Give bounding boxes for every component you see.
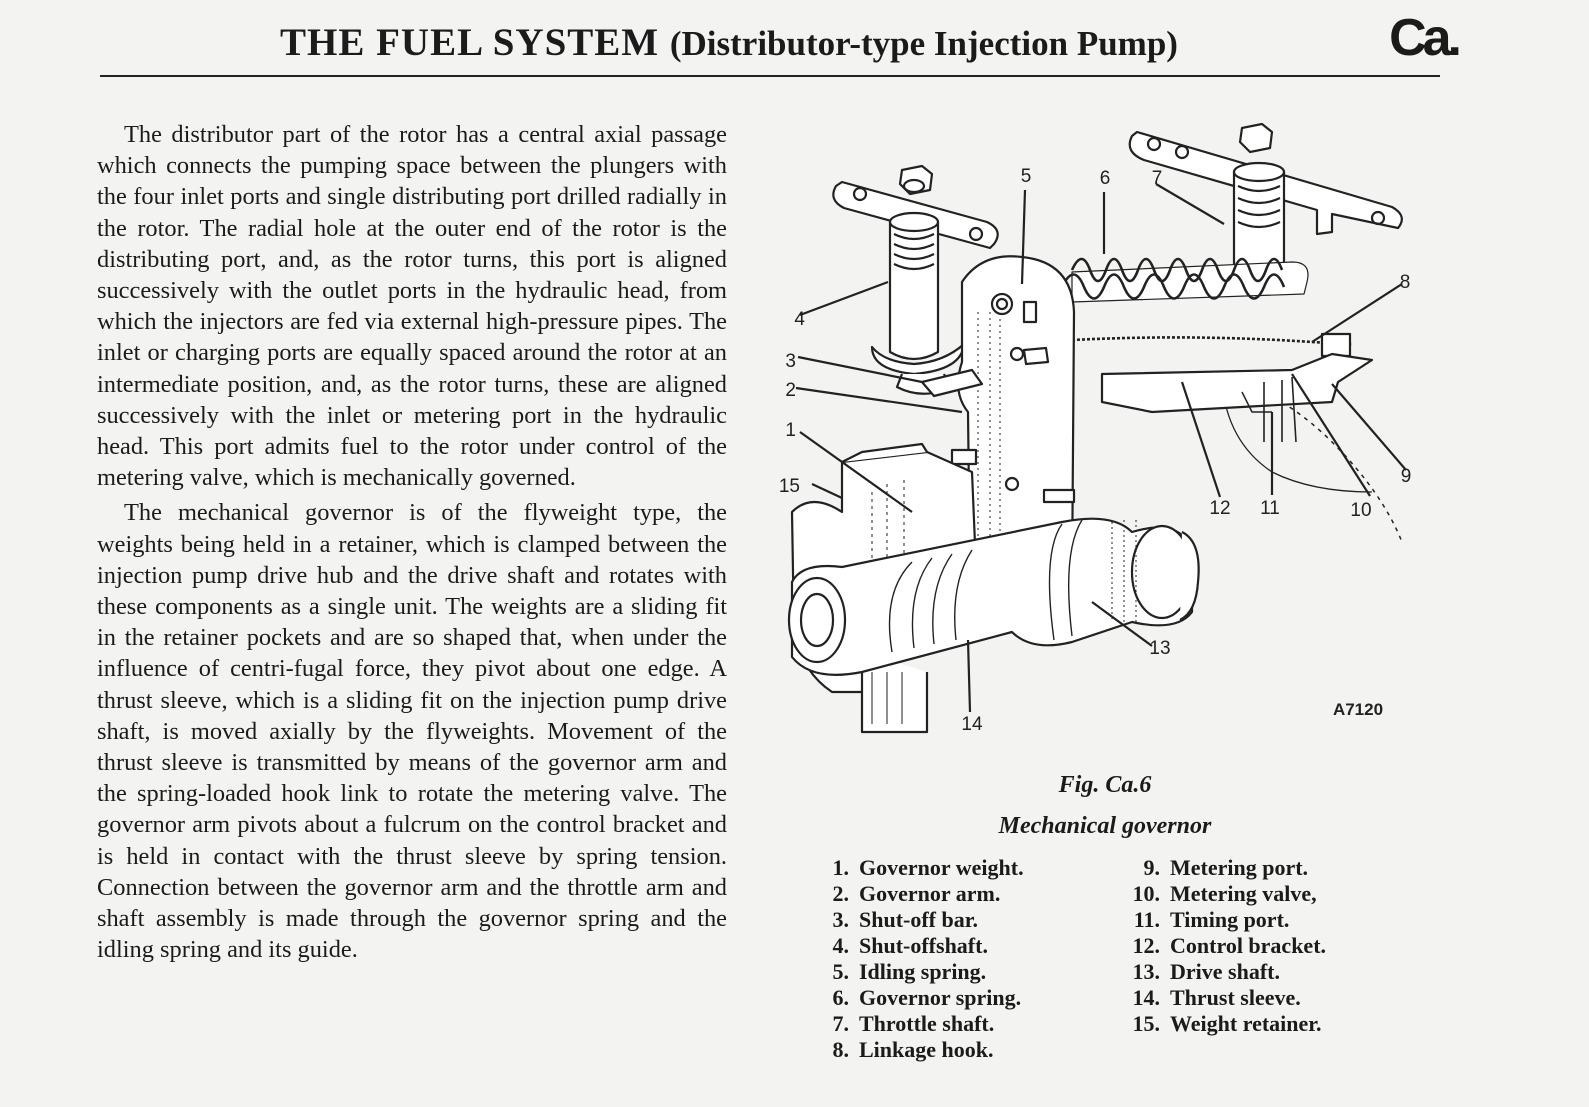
legend-item: 13. Drive shaft.: [1118, 959, 1418, 985]
legend-number: 9.: [1143, 855, 1161, 880]
callout-9: 9: [1401, 466, 1412, 487]
legend-item: 7. Throttle shaft.: [807, 1011, 1107, 1037]
legend-item: 11. Timing port.: [1118, 907, 1418, 933]
figure-title: Mechanical governor: [998, 813, 1212, 839]
callout-12: 12: [1209, 498, 1230, 519]
callout-5: 5: [1021, 166, 1032, 187]
legend-item: 14. Thrust sleeve.: [1118, 985, 1418, 1011]
legend-label: Drive shaft.: [1170, 959, 1280, 984]
legend-label: Linkage hook.: [859, 1037, 994, 1062]
legend-item: 15. Weight retainer.: [1118, 1011, 1418, 1037]
governor-illustration: 4 3 2 1 15 5 6 7 8 9 10 11 12 13 14 A712…: [772, 112, 1432, 752]
callout-3: 3: [785, 351, 796, 372]
legend-label: Governor spring.: [859, 985, 1022, 1010]
legend-number: 4.: [832, 933, 850, 958]
legend-item: 10. Metering valve,: [1118, 881, 1418, 907]
page-header: THE FUEL SYSTEM (Distributor-type Inject…: [100, 9, 1462, 78]
legend-item: 3. Shut-off bar.: [807, 907, 1107, 933]
legend-label: Governor arm.: [859, 881, 1001, 906]
legend-item: 6. Governor spring.: [807, 985, 1107, 1011]
legend-label: Timing port.: [1170, 907, 1290, 932]
legend-label: Weight retainer.: [1170, 1011, 1322, 1036]
legend-item: 5. Idling spring.: [807, 959, 1107, 985]
legend-number: 6.: [832, 985, 850, 1010]
governor-drawing: 4 3 2 1 15 5 6 7 8 9 10 11 12 13 14 A712…: [779, 122, 1412, 735]
legend-number: 8.: [832, 1037, 850, 1062]
page-title: THE FUEL SYSTEM (Distributor-type Inject…: [280, 20, 1178, 65]
legend-label: Shut-offshaft.: [859, 933, 988, 958]
callout-7: 7: [1152, 168, 1163, 189]
legend-label: Thrust sleeve.: [1170, 985, 1301, 1010]
legend-number: 14.: [1132, 985, 1161, 1010]
legend-number: 1.: [832, 855, 850, 880]
legend-label: Throttle shaft.: [859, 1011, 995, 1036]
figure-number: Fig. Ca.6: [1058, 772, 1152, 798]
drawing-code: A7120: [1333, 700, 1383, 719]
legend-number: 12.: [1132, 933, 1161, 958]
callout-14: 14: [961, 714, 983, 735]
section-code: Ca.: [1389, 9, 1462, 67]
callout-11: 11: [1260, 498, 1280, 519]
callout-4: 4: [794, 309, 805, 330]
legend-number: 15.: [1132, 1011, 1161, 1036]
title-subtitle: (Distributor-type Injection Pump): [669, 24, 1178, 63]
legend-label: Governor weight.: [859, 855, 1024, 880]
legend-number: 10.: [1132, 881, 1161, 906]
legend-label: Idling spring.: [859, 959, 987, 984]
legend-number: 3.: [832, 907, 850, 932]
legend-left: 1. Governor weight. 2. Governor arm. 3. Shu…: [807, 855, 1107, 1063]
legend-item: 4. Shut-offshaft.: [807, 933, 1107, 959]
legend-item: 12. Control bracket.: [1118, 933, 1418, 959]
callout-8: 8: [1400, 272, 1411, 293]
callout-1: 1: [785, 420, 796, 441]
header-rule: [100, 75, 1440, 77]
paragraph-governor: The mechanical governor is of the flywei…: [97, 499, 727, 964]
legend-label: Metering port.: [1170, 855, 1309, 880]
legend-number: 5.: [832, 959, 850, 984]
legend-number: 11.: [1133, 907, 1160, 932]
callout-6: 6: [1100, 168, 1111, 189]
legend-label: Control bracket.: [1170, 933, 1327, 958]
legend-item: 1. Governor weight.: [807, 855, 1107, 881]
callout-2: 2: [785, 380, 796, 401]
body-text: The distributor part of the rotor has a …: [97, 119, 727, 969]
legend-item: 2. Governor arm.: [807, 881, 1107, 907]
legend-number: 13.: [1132, 959, 1161, 984]
legend-item: 8. Linkage hook.: [807, 1037, 1107, 1063]
title-main: THE FUEL SYSTEM: [280, 21, 660, 64]
legend-label: Metering valve,: [1170, 881, 1317, 906]
paragraph-rotor: The distributor part of the rotor has a …: [97, 121, 727, 492]
callout-10: 10: [1350, 500, 1371, 521]
legend-right: 9. Metering port. 10. Metering valve, 11. T…: [1118, 855, 1418, 1037]
callout-13: 13: [1149, 638, 1170, 659]
legend-number: 7.: [832, 1011, 850, 1036]
legend-label: Shut-off bar.: [859, 907, 978, 932]
legend-item: 9. Metering port.: [1118, 855, 1418, 881]
callout-15: 15: [779, 476, 800, 497]
legend-number: 2.: [832, 881, 850, 906]
